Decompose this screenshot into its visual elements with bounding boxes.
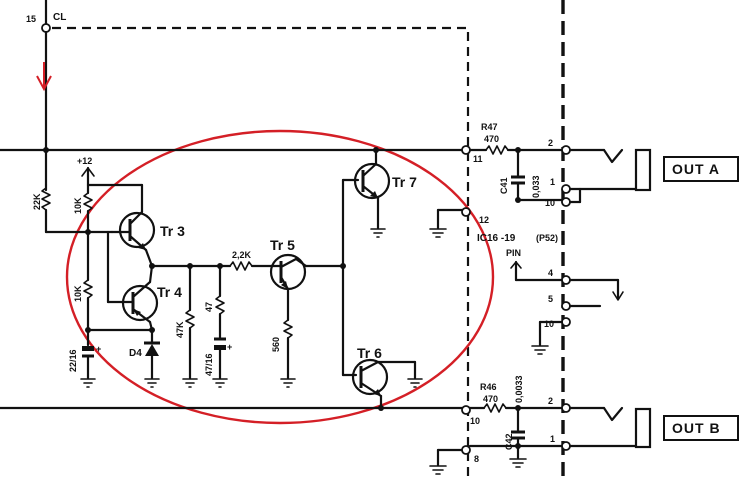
pin-4-label: 4 bbox=[548, 268, 553, 278]
tr4-label: Tr 4 bbox=[157, 284, 182, 300]
highlight-ellipse bbox=[65, 129, 495, 425]
top-bus: 11 R47 470 C41 0,033 bbox=[0, 122, 565, 203]
c42-value: 0,0033 bbox=[514, 375, 524, 403]
pin-b10-label: 10 bbox=[470, 416, 480, 426]
tr5-label: Tr 5 bbox=[270, 237, 295, 253]
pin-11-label: 11 bbox=[473, 154, 483, 164]
ic-pin-12: 12 IC16 -19 (P52) PIN bbox=[429, 207, 558, 258]
r-10k-top-label: 10K bbox=[73, 197, 83, 214]
tr6-label: Tr 6 bbox=[357, 345, 382, 361]
cl-input: 15 CL bbox=[26, 0, 66, 187]
r47-label: R47 bbox=[481, 122, 498, 132]
c42-label: C42 bbox=[504, 433, 514, 450]
red-arrow-icon bbox=[36, 62, 52, 92]
r-10k-bottom-label: 10K bbox=[73, 285, 83, 302]
cl-pin-label: CL bbox=[53, 12, 66, 23]
cap-22-16-label: 22/16 bbox=[68, 349, 78, 372]
ic-label: IC16 -19 bbox=[477, 233, 516, 244]
out-b-jack: 2 1 OUT B bbox=[548, 396, 739, 451]
jack-b-pin1: 1 bbox=[550, 434, 555, 444]
transistor-tr5: Tr 5 560 bbox=[269, 237, 346, 388]
diode-d4: D4 bbox=[129, 327, 160, 388]
jack-a-pin1: 1 bbox=[550, 177, 555, 187]
out-a-jack: 2 1 10 OUT A bbox=[516, 138, 739, 208]
r46-label: R46 bbox=[480, 382, 497, 392]
c41-label: C41 bbox=[499, 177, 509, 194]
out-a-label: OUT A bbox=[672, 161, 720, 177]
r-2-2k-label: 2,2K bbox=[232, 250, 252, 260]
tr3-label: Tr 3 bbox=[160, 223, 185, 239]
transistor-tr4: Tr 4 bbox=[120, 264, 182, 332]
transistor-tr7: Tr 7 bbox=[341, 148, 417, 377]
pin-word: PIN bbox=[506, 248, 521, 258]
out-b-label: OUT B bbox=[672, 420, 721, 436]
r46-value: 470 bbox=[483, 394, 498, 404]
c41-value: 0,033 bbox=[531, 175, 541, 198]
r-560-label: 560 bbox=[271, 337, 281, 352]
r-47k-label: 47K bbox=[175, 321, 185, 338]
transistor-tr6: Tr 6 bbox=[341, 345, 423, 410]
mid-rail: 2,2K 47K 47 + 47/16 bbox=[149, 250, 276, 388]
svg-text:+: + bbox=[227, 342, 232, 352]
cl-pin-number: 15 bbox=[26, 14, 36, 24]
pin-8-label: 8 bbox=[474, 454, 479, 464]
r47-value: 470 bbox=[484, 134, 499, 144]
tr7-label: Tr 7 bbox=[392, 174, 417, 190]
pin-5-label: 5 bbox=[548, 294, 553, 304]
cap-47-16-label: 47/16 bbox=[204, 353, 214, 376]
transistor-tr3: Tr 3 bbox=[110, 210, 185, 268]
jack-a-pin10: 10 bbox=[545, 198, 555, 208]
bottom-bus: 10 R46 470 C42 0,0033 8 bbox=[0, 375, 565, 475]
pin-12-label: 12 bbox=[479, 215, 489, 225]
svg-text:+: + bbox=[96, 344, 101, 354]
input-network: 22K +12 10K 10K + 22/16 bbox=[32, 156, 154, 388]
pin-10-label: 10 bbox=[544, 319, 554, 329]
jack-a-pin2: 2 bbox=[548, 138, 553, 148]
r-47-label: 47 bbox=[204, 302, 214, 312]
jack-b-pin2: 2 bbox=[548, 396, 553, 406]
board-boundary bbox=[52, 0, 565, 482]
pin-4-5-10: 4 5 10 bbox=[510, 260, 624, 355]
ic-page-ref: (P52) bbox=[536, 233, 558, 243]
r-22k-label: 22K bbox=[32, 193, 42, 210]
d4-label: D4 bbox=[129, 348, 142, 359]
plus12-label: +12 bbox=[77, 156, 92, 166]
